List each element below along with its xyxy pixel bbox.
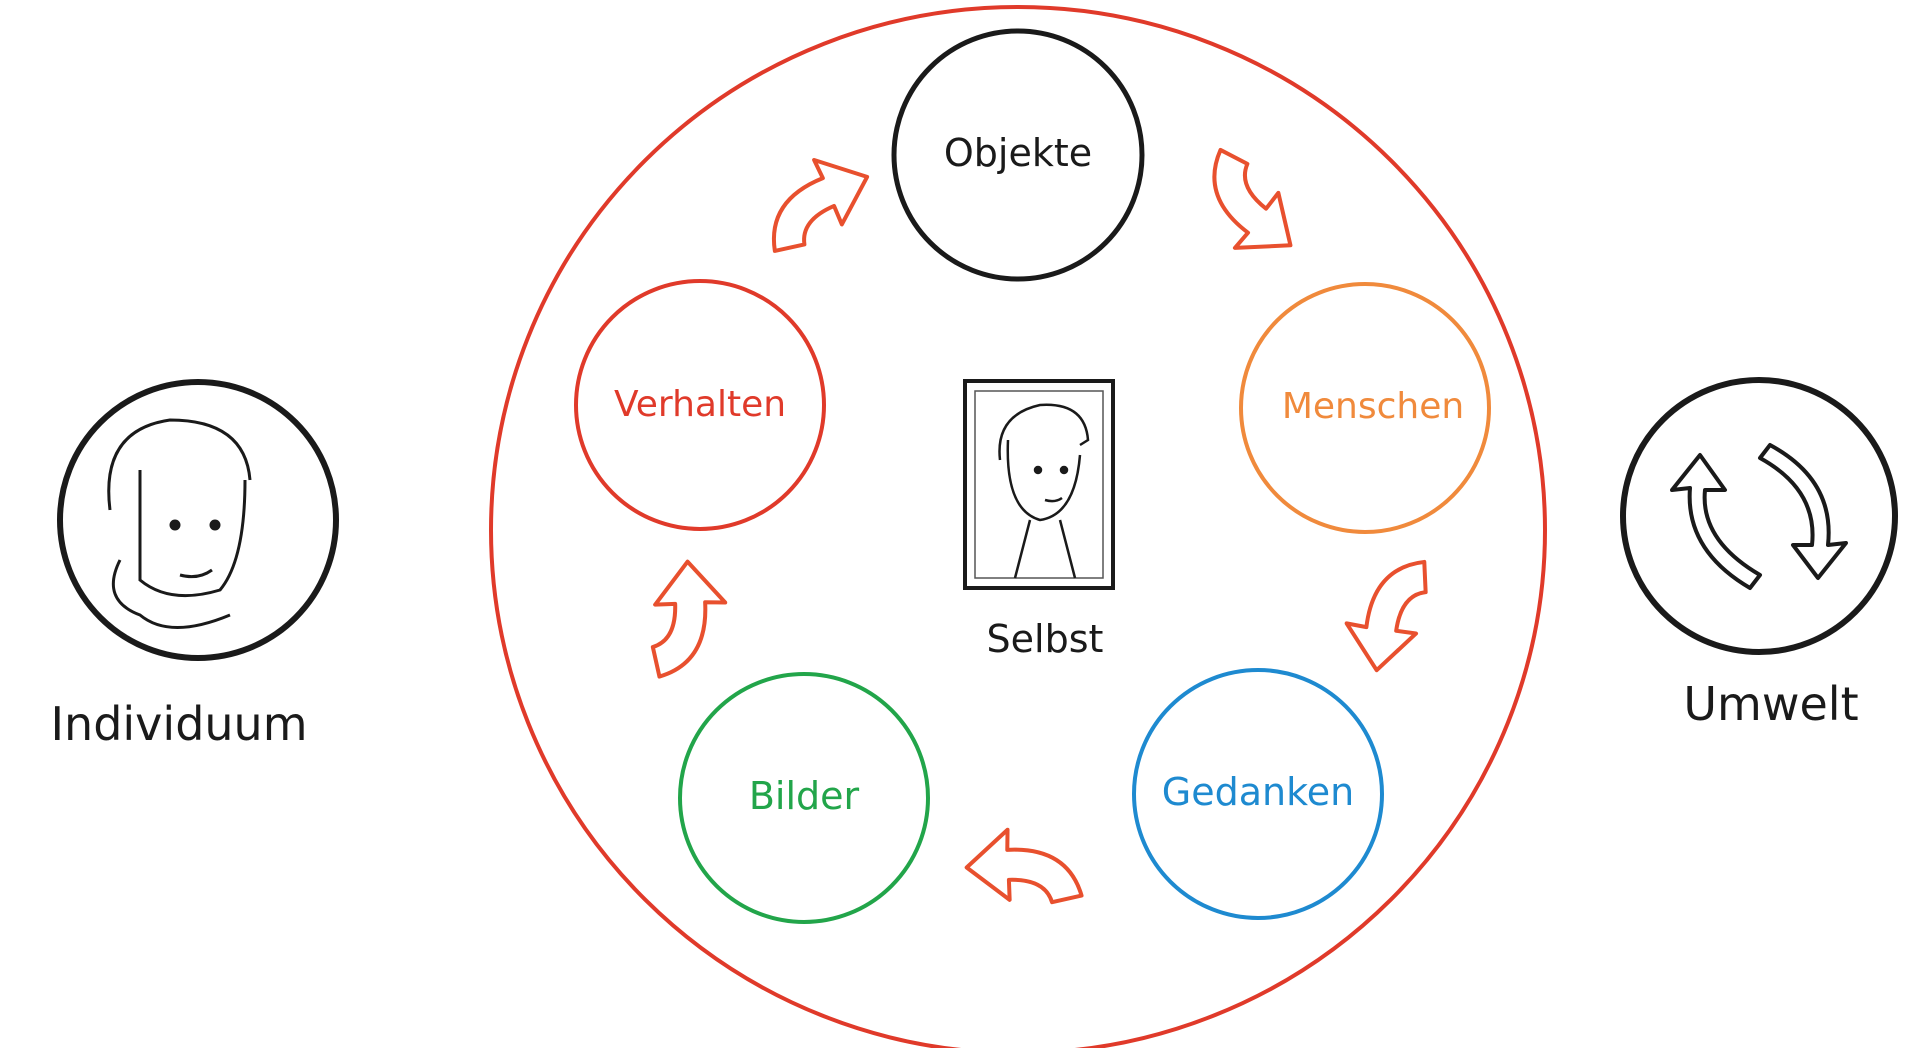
node-objekte: Objekte xyxy=(891,28,1145,282)
node-label: Verhalten xyxy=(614,384,786,425)
arrow-gedanken-to-bilder xyxy=(961,821,1084,912)
self-portrait-frame xyxy=(963,379,1115,590)
node-label: Objekte xyxy=(944,131,1092,175)
node-label: Gedanken xyxy=(1162,770,1354,814)
arrow-verhalten-to-objekte xyxy=(748,142,884,257)
environment-label: Umwelt xyxy=(1683,677,1858,731)
node-bilder: Bilder xyxy=(678,672,930,924)
arrow-menschen-to-gedanken xyxy=(1340,553,1431,676)
person-icon xyxy=(107,418,252,629)
self-label: Selbst xyxy=(987,617,1104,661)
node-label: Bilder xyxy=(749,774,860,818)
arrow-bilder-to-verhalten xyxy=(643,556,734,679)
node-label: Menschen xyxy=(1282,386,1464,427)
individual-avatar xyxy=(57,379,339,661)
node-verhalten: Verhalten xyxy=(574,279,826,531)
node-gedanken: Gedanken xyxy=(1132,668,1384,920)
arrow-objekte-to-menschen xyxy=(1177,144,1317,276)
environment-badge xyxy=(1620,377,1898,655)
node-menschen: Menschen xyxy=(1239,282,1491,534)
outer-environment-ring xyxy=(489,5,1547,1048)
person-icon xyxy=(998,403,1090,579)
individual-label: Individuum xyxy=(50,697,307,751)
refresh-cycle-icon xyxy=(1670,443,1848,590)
